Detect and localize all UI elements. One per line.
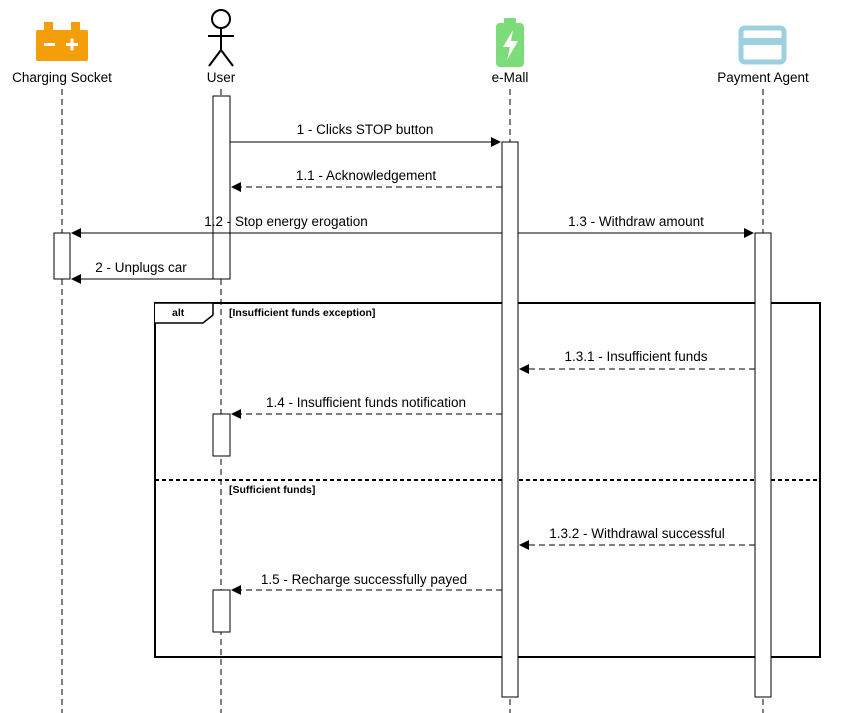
battery-icon <box>36 22 88 61</box>
message-1-3-2: 1.3.2 - Withdrawal successful <box>519 526 755 550</box>
message-2: 2 - Unplugs car <box>71 260 213 284</box>
message-1-1: 1.1 - Acknowledgement <box>231 168 502 192</box>
message-1-4-label: 1.4 - Insufficient funds notification <box>266 395 466 410</box>
activation-user-2 <box>212 413 231 457</box>
alt-guard-insufficient: [Insufficient funds exception] <box>229 307 375 319</box>
message-1: 1 - Clicks STOP button <box>230 122 501 147</box>
message-1-1-label: 1.1 - Acknowledgement <box>296 168 437 183</box>
message-1-3-1-label: 1.3.1 - Insufficient funds <box>564 349 707 364</box>
participant-label-e-mall: e-Mall <box>492 70 529 85</box>
message-1-4: 1.4 - Insufficient funds notification <box>231 395 502 419</box>
message-1-2: 1.2 - Stop energy erogation <box>71 214 502 238</box>
message-1-3-2-label: 1.3.2 - Withdrawal successful <box>549 526 725 541</box>
participant-label-payment-agent: Payment Agent <box>717 70 809 85</box>
activation-user-1 <box>212 95 231 280</box>
activation-socket <box>53 232 71 280</box>
activation-payment-agent <box>754 232 772 698</box>
participant-label-charging-socket: Charging Socket <box>12 70 112 85</box>
message-1-5-label: 1.5 - Recharge successfully payed <box>261 572 467 587</box>
message-1-5: 1.5 - Recharge successfully payed <box>231 572 502 595</box>
stick-figure-icon <box>208 9 234 67</box>
message-2-label: 2 - Unplugs car <box>95 260 187 275</box>
message-1-3: 1.3 - Withdraw amount <box>518 214 754 238</box>
activation-e-mall <box>501 141 519 698</box>
alt-operator-label: alt <box>172 307 185 319</box>
alt-operator-tab <box>155 302 214 324</box>
message-1-label: 1 - Clicks STOP button <box>297 122 434 137</box>
activations <box>53 95 772 698</box>
alt-guard-sufficient: [Sufficient funds] <box>229 484 315 496</box>
alt-fragment: alt [Insufficient funds exception] [Suff… <box>154 302 821 658</box>
message-1-3-label: 1.3 - Withdraw amount <box>568 214 704 229</box>
charging-battery-icon <box>496 18 524 67</box>
credit-card-icon <box>738 25 787 65</box>
message-1-2-label: 1.2 - Stop energy erogation <box>204 214 368 229</box>
activation-user-3 <box>212 589 231 633</box>
message-1-3-1: 1.3.1 - Insufficient funds <box>519 349 755 374</box>
participant-label-user: User <box>207 70 236 85</box>
